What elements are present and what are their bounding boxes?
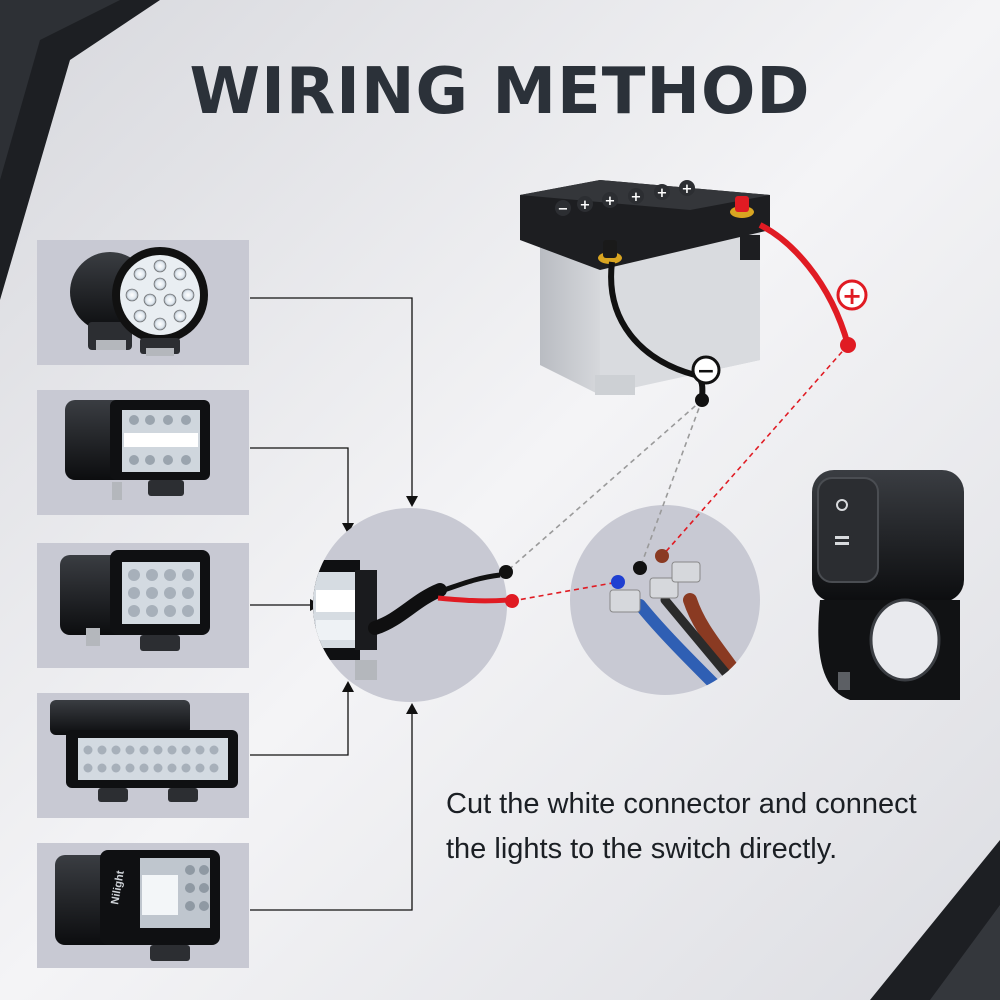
negative-symbol: − (691, 355, 721, 385)
negative-to-light-dash (505, 399, 703, 573)
battery: − + + + + + (520, 180, 770, 395)
dashed-connections (505, 344, 849, 602)
caption-line-2: the lights to the switch directly. (446, 833, 838, 865)
light-panels: Nilight (37, 240, 249, 968)
negative-cable (608, 261, 706, 401)
page-title: WIRING METHOD (189, 55, 811, 129)
positive-cable (758, 222, 851, 346)
positive-dot (840, 337, 856, 353)
caption-line-1: Cut the white connector and connect (446, 788, 917, 820)
cell-mark-3: + (605, 194, 616, 209)
cell-mark-1: − (558, 202, 569, 217)
cell-mark-6: + (682, 182, 693, 197)
positive-symbol: + (836, 279, 868, 311)
negative-to-switch-dash (639, 399, 703, 569)
negative-dot (695, 393, 709, 407)
connection-arrows (310, 496, 418, 714)
rocker-switch (812, 470, 964, 700)
cell-mark-5: + (657, 186, 668, 201)
battery-cell-marks: − + + + + + (555, 180, 695, 217)
switch-blue-dot (611, 575, 625, 589)
light-panel-bar (37, 693, 249, 818)
cell-mark-2: + (580, 198, 591, 213)
light-panel-cube (37, 543, 249, 668)
negative-sign: − (697, 359, 715, 384)
light-positive-dot (505, 594, 519, 608)
switch-brown-dot (655, 549, 669, 563)
brand-mark: Nilight (109, 869, 127, 905)
instruction-caption: Cut the white connector and connect the … (446, 782, 986, 872)
corner-accent-top-left (0, 0, 160, 300)
light-panel-round (37, 240, 249, 365)
switch-black-dot (633, 561, 647, 575)
light-wires-closeup (313, 508, 507, 702)
connection-lines (250, 297, 413, 911)
light-negative-dot (499, 565, 513, 579)
light-panel-pod (37, 390, 249, 515)
corner-accent-top-left-inner (0, 0, 120, 180)
light-panel-pod-wide: Nilight (37, 843, 249, 968)
cell-mark-4: + (631, 190, 642, 205)
corner-accent-bottom-right-inner (930, 905, 1000, 1000)
positive-sign: + (842, 282, 862, 310)
positive-to-switch-dash (661, 344, 849, 557)
connection-dots (499, 337, 856, 608)
